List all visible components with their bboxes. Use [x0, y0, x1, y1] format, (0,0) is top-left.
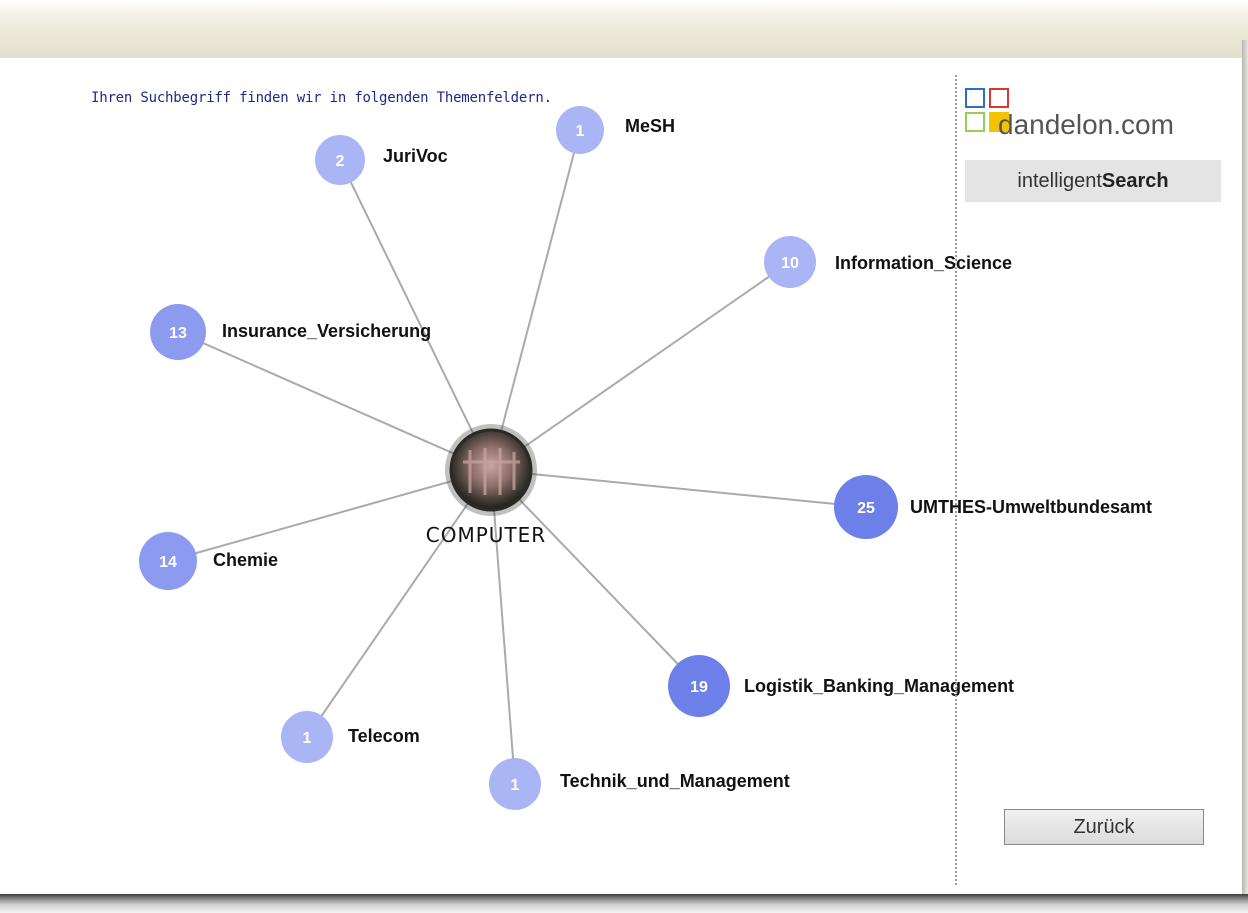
- topic-label[interactable]: Technik_und_Management: [560, 771, 790, 791]
- topic-node[interactable]: 13 Insurance_Versicherung: [150, 304, 431, 360]
- topic-label[interactable]: JuriVoc: [383, 146, 448, 166]
- topic-count: 1: [511, 777, 520, 794]
- topic-count: 14: [159, 554, 177, 571]
- topic-node[interactable]: 1 Technik_und_Management: [489, 758, 790, 810]
- topic-count: 10: [781, 255, 799, 272]
- topic-node[interactable]: 1 Telecom: [281, 711, 420, 763]
- intelligent-search-banner: intelligentSearch: [965, 160, 1221, 202]
- logo-square-yellow: [989, 112, 1009, 132]
- logo-square-blue: [965, 88, 985, 108]
- topic-count: 2: [336, 153, 345, 170]
- logo-square-red: [989, 88, 1009, 108]
- topic-label[interactable]: Logistik_Banking_Management: [744, 676, 1014, 696]
- topic-node[interactable]: 14 Chemie: [139, 532, 278, 590]
- topic-label[interactable]: Chemie: [213, 550, 278, 570]
- tagline-bold: Search: [1101, 170, 1169, 192]
- topic-count: 19: [690, 679, 708, 696]
- topic-bubble[interactable]: [139, 532, 197, 590]
- topic-count: 1: [303, 730, 312, 747]
- topic-bubble[interactable]: [668, 655, 730, 717]
- topic-bubble[interactable]: [556, 106, 604, 154]
- edge-information-science: [490, 261, 791, 471]
- topic-bubble[interactable]: [764, 236, 816, 288]
- topic-node[interactable]: 19 Logistik_Banking_Management: [668, 655, 1014, 717]
- topic-label[interactable]: Information_Science: [835, 253, 1012, 273]
- logo-square-green: [965, 112, 985, 132]
- topic-count: 1: [576, 123, 585, 140]
- center-node[interactable]: COMPUTER: [426, 424, 546, 547]
- window-shadow-right: [1242, 40, 1248, 900]
- topic-bubble[interactable]: [315, 135, 365, 185]
- topic-node[interactable]: 25 UMTHES-Umweltbundesamt: [834, 475, 1152, 539]
- edge-mesh: [490, 129, 581, 471]
- center-label: COMPUTER: [426, 523, 546, 547]
- topic-bubble[interactable]: [489, 758, 541, 810]
- edge-logistik-banking-management: [490, 469, 700, 687]
- topic-count: 25: [857, 500, 875, 517]
- dandelon-logo: dandelon.com: [965, 88, 1225, 148]
- edge-telecom: [306, 469, 492, 738]
- sidebar-divider: [955, 75, 957, 885]
- topic-label[interactable]: MeSH: [625, 116, 675, 136]
- topic-label[interactable]: Telecom: [348, 726, 420, 746]
- window-shadow-bottom: [0, 894, 1248, 913]
- edge-insurance-versicherung: [177, 331, 492, 471]
- topic-bubble[interactable]: [281, 711, 333, 763]
- topic-count: 13: [169, 325, 187, 342]
- tagline-light: intelligent: [1017, 170, 1102, 192]
- topic-label[interactable]: UMTHES-Umweltbundesamt: [910, 497, 1152, 517]
- topic-bubble[interactable]: [150, 304, 206, 360]
- edge-umthes-umweltbundesamt: [490, 469, 867, 508]
- logo-wordmark: dandelon.com: [998, 109, 1174, 140]
- edge-technik-und-management: [490, 469, 516, 785]
- intro-text: Ihren Suchbegriff finden wir in folgende…: [91, 90, 552, 106]
- edge-jurivoc: [339, 159, 492, 471]
- window-top-bar: [0, 0, 1248, 58]
- topic-bubble[interactable]: [834, 475, 898, 539]
- topic-node[interactable]: 10 Information_Science: [764, 236, 1012, 288]
- topic-node[interactable]: 1 MeSH: [556, 106, 675, 154]
- topic-node[interactable]: 2 JuriVoc: [315, 135, 448, 185]
- back-button[interactable]: Zurück: [1004, 809, 1204, 845]
- edge-chemie: [167, 469, 492, 562]
- topic-label[interactable]: Insurance_Versicherung: [222, 321, 431, 341]
